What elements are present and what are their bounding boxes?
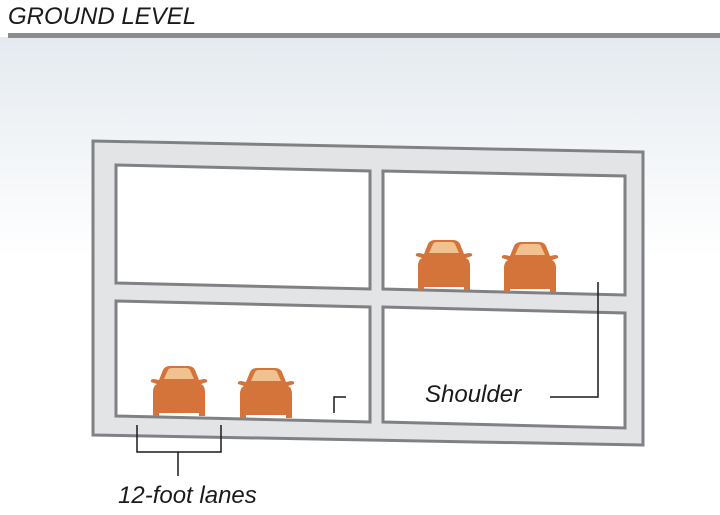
title: GROUND LEVEL: [8, 3, 196, 30]
header-rule: [8, 33, 720, 38]
shoulder-label: Shoulder: [425, 381, 522, 408]
shoulder-bracket: [333, 396, 346, 413]
tunnel-bore-top-left: [114, 163, 372, 291]
shoulder-leader-line: [550, 282, 599, 398]
tunnel-bore-bottom-right: [381, 305, 627, 430]
lanes-bracket: [136, 425, 222, 453]
lanes-label: 12-foot lanes: [118, 482, 257, 509]
